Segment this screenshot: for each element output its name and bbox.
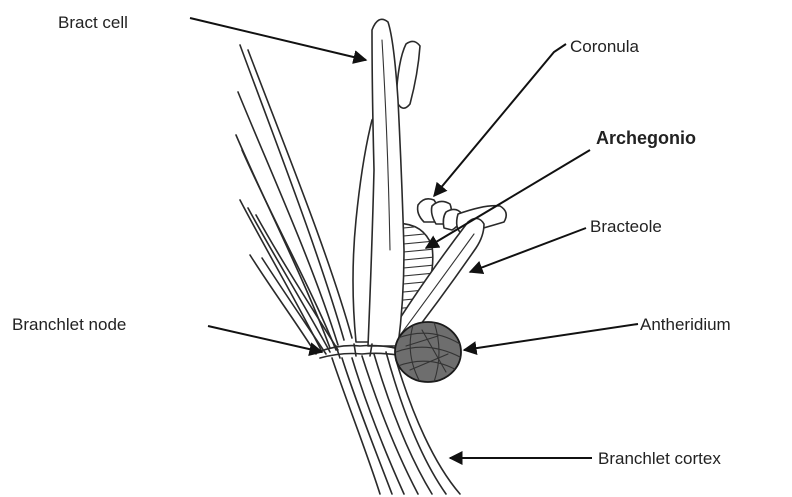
label-bract-cell: Bract cell: [58, 13, 128, 32]
label-bracteole: Bracteole: [590, 217, 662, 236]
antheridium-pointer: [464, 324, 638, 350]
label-archegonio: Archegonio: [596, 128, 696, 148]
archegonio-pointer: [426, 150, 590, 248]
label-coronula: Coronula: [570, 37, 640, 56]
label-branchlet-cortex: Branchlet cortex: [598, 449, 721, 468]
antheridium: [395, 322, 462, 382]
coronula-pointer: [434, 44, 566, 196]
bracteole-pointer: [470, 228, 586, 272]
label-branchlet-node: Branchlet node: [12, 315, 126, 334]
upper-cortex-strands: [236, 45, 352, 354]
branchlet-node-pointer: [208, 326, 322, 352]
bract-cell-pointer: [190, 18, 366, 60]
label-antheridium: Antheridium: [640, 315, 731, 334]
